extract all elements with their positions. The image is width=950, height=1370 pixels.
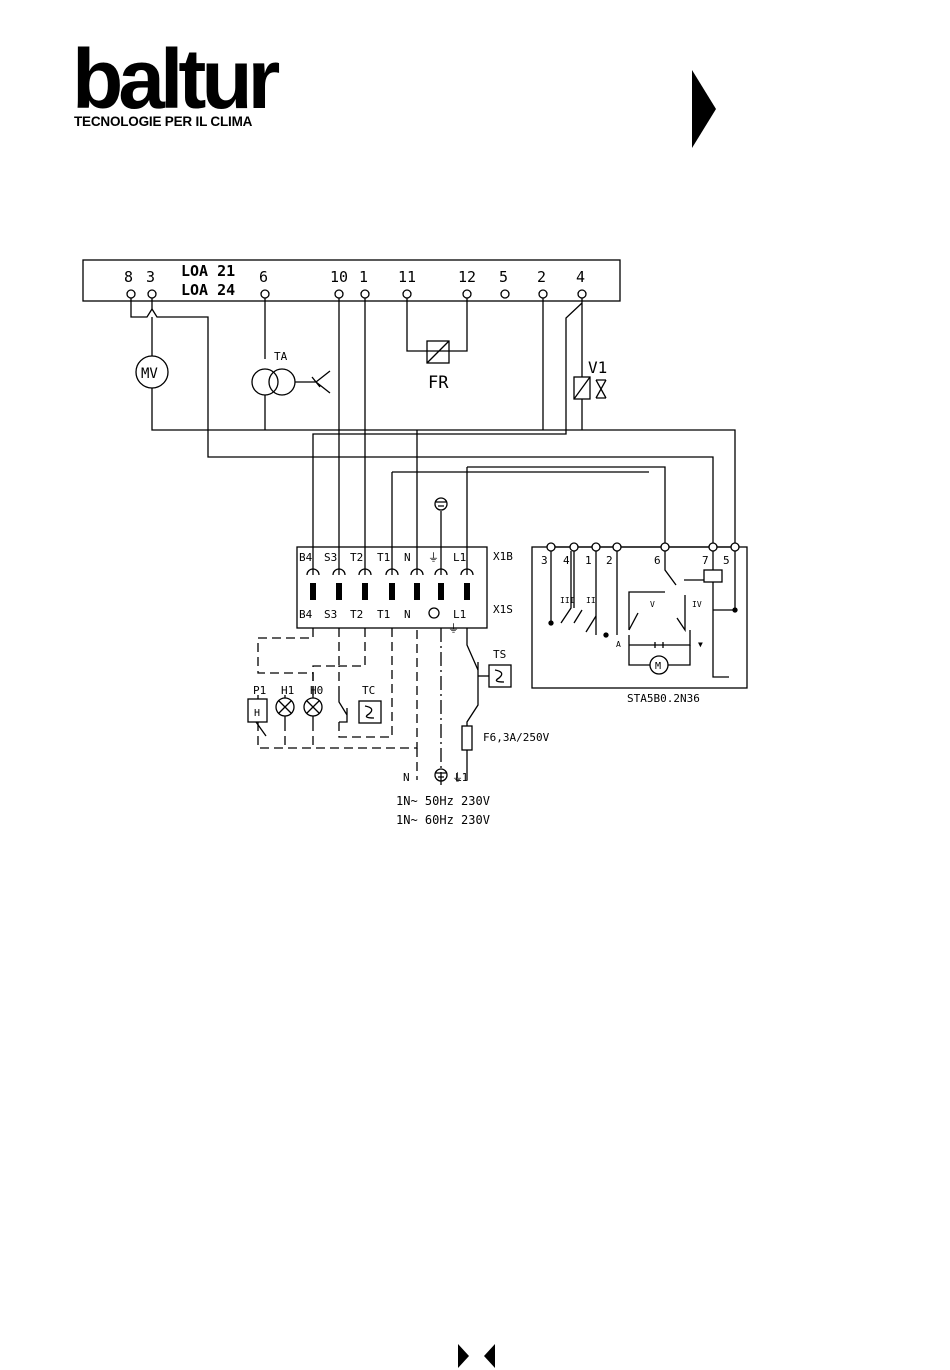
ts-symbol (489, 665, 511, 687)
switch-mark: ▼ (698, 640, 703, 649)
pin-label: T1 (377, 608, 390, 621)
fuse-symbol (462, 726, 472, 750)
terminal-label: 12 (458, 268, 476, 286)
mv-label: MV (141, 366, 158, 382)
supply-line-2: 1N~ 60Hz 230V (396, 813, 490, 827)
pin-label: L1 (453, 608, 466, 621)
brand-logo: baltur TECNOLOGIE PER IL CLIMA (74, 46, 304, 129)
section-arrow-icon (692, 70, 716, 148)
plug-top-label: X1B (493, 550, 513, 563)
brand-name: baltur (72, 46, 304, 112)
terminal-label: 11 (398, 268, 416, 286)
tc-label: TC (362, 684, 375, 697)
tc-symbol (359, 701, 381, 723)
controller-model-2: LOA 24 (181, 281, 235, 299)
actuator-terminal-label: 4 (563, 554, 570, 567)
terminal-label: 1 (359, 268, 368, 286)
actuator-terminal-label: 6 (654, 554, 661, 567)
previous-page-icon[interactable] (484, 1344, 495, 1368)
next-page-icon[interactable] (458, 1344, 469, 1368)
pin-label: ⏚ (428, 551, 439, 564)
terminal-label: 6 (259, 268, 268, 286)
motor-label: M (655, 661, 661, 672)
pin-label: T2 (350, 608, 363, 621)
pin-label: S3 (324, 608, 337, 621)
actuator-model: STA5B0.2N36 (627, 692, 700, 705)
terminal-label: 4 (576, 268, 585, 286)
terminal-label: 3 (146, 268, 155, 286)
pin-label: ⏚ (448, 622, 459, 635)
h0-label: H0 (310, 684, 323, 697)
pin-label: N (404, 608, 411, 621)
fr-label: FR (428, 373, 449, 393)
pin-label: S3 (324, 551, 337, 564)
pin-label: B4 (299, 551, 313, 564)
pin-label: L1 (453, 551, 466, 564)
pin-label: T1 (377, 551, 390, 564)
pin-label: T2 (350, 551, 363, 564)
ta-label: TA (274, 350, 288, 363)
plug-pins (310, 583, 470, 600)
terminal-label: 5 (499, 268, 508, 286)
plug-bottom-label: X1S (493, 603, 513, 616)
ts-label: TS (493, 648, 506, 661)
switch-mark: A (616, 640, 621, 649)
terminal-label: 2 (537, 268, 546, 286)
relay-symbol (704, 570, 722, 582)
actuator-terminal-label: 5 (723, 554, 730, 567)
pin-label: B4 (299, 608, 313, 621)
h-label: H (254, 708, 260, 719)
switch-label: III (560, 596, 575, 605)
actuator-terminal-label: 7 (702, 554, 709, 567)
terminal-label: 8 (124, 268, 133, 286)
switch-label: II (586, 596, 596, 605)
controller-model-1: LOA 21 (181, 262, 235, 280)
h1-label: H1 (281, 684, 294, 697)
fuse-label: F6,3A/250V (483, 731, 550, 744)
v1-label: V1 (588, 358, 607, 377)
supply-terminal: L1 (455, 771, 468, 784)
actuator-terminal-label: 2 (606, 554, 613, 567)
supply-terminal: N (403, 771, 410, 784)
wiring-diagram: 8 3 6 10 1 11 12 5 2 4 LOA 21 LOA 24 MV … (0, 240, 950, 840)
plug-sockets (307, 569, 473, 575)
switch-label: V (650, 600, 655, 609)
ta-symbol (252, 369, 278, 395)
p1-label: P1 (253, 684, 266, 697)
terminal-label: 10 (330, 268, 348, 286)
supply-line-1: 1N~ 50Hz 230V (396, 794, 490, 808)
switch-label: IV (692, 600, 702, 609)
actuator-terminal-label: 3 (541, 554, 548, 567)
pin-label: N (404, 551, 411, 564)
actuator-terminal-label: 1 (585, 554, 592, 567)
